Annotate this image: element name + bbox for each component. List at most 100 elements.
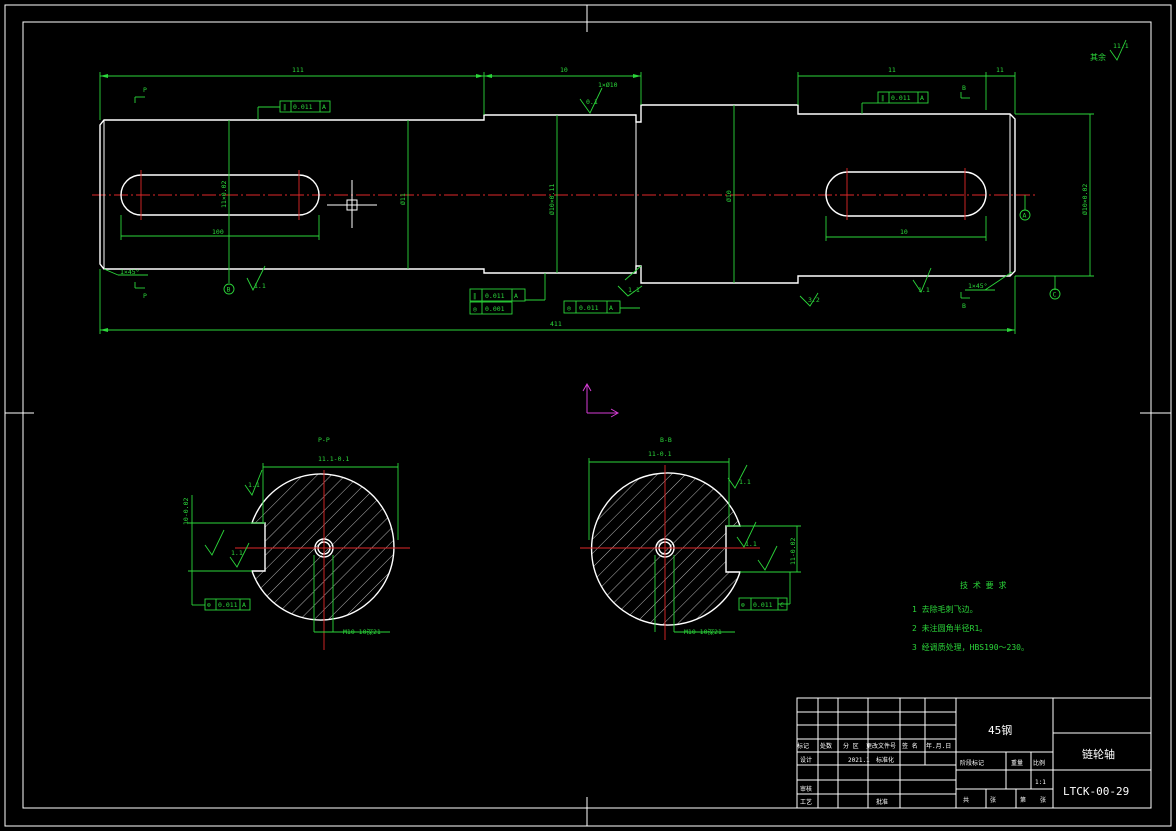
dim-dia-mid: Ø10×0.11	[548, 184, 556, 215]
section-b-b-hole: M10-10深21	[684, 627, 722, 636]
svg-text:B: B	[227, 286, 231, 294]
dim-overall-length: 411	[550, 320, 562, 328]
datum-a-marker: A	[1019, 209, 1031, 221]
tb-scale-label: 比例	[1033, 759, 1045, 767]
svg-text:0.011: 0.011	[891, 94, 911, 102]
shaft-outline	[99, 104, 1016, 284]
section-p-p-tol-frame: ⊜ 0.011 A	[204, 598, 251, 611]
keyway-centerlines	[140, 168, 966, 220]
outer-border	[4, 4, 1172, 827]
section-mark-p-bottom: P	[143, 292, 147, 300]
tb-weight: 重量	[1011, 759, 1023, 767]
centering-marks	[5, 5, 1171, 826]
section-p-p-title: P-P	[318, 436, 330, 444]
tb-part-name: 链轮轴	[1082, 747, 1115, 761]
tb-standard: 标准化	[876, 756, 894, 764]
section-p-p-depth: 10-0.02	[182, 498, 190, 525]
dim-mid-segment: 10	[560, 66, 568, 74]
dim-arrowheads	[100, 74, 1015, 332]
svg-text:A: A	[609, 304, 613, 312]
section-p-p: P-P 11.1-0.1 10-0.02 M10-10深21 1.1 1.1	[182, 436, 410, 650]
tb-hdr-zone: 分 区	[843, 742, 859, 750]
tech-req-item-1: 1 去除毛刺飞边。	[912, 604, 978, 614]
tech-req-title: 技 术 要 求	[960, 580, 1006, 590]
svg-text:其余: 其余	[1090, 52, 1106, 62]
tb-hdr-count: 处数	[820, 742, 832, 750]
roughness-5: 1.1	[918, 286, 930, 294]
tb-sheet-total: 共	[963, 796, 969, 804]
dim-dia-left: Ø11	[399, 193, 407, 205]
svg-text:11.1: 11.1	[1113, 42, 1129, 50]
section-p-p-hole: M10-10深21	[343, 627, 381, 636]
svg-text:C: C	[780, 601, 784, 609]
section-p-p-rough-2: 1.1	[231, 549, 243, 557]
svg-text:0.011: 0.011	[293, 103, 313, 111]
tb-process: 工艺	[800, 798, 812, 806]
tol-frame-left-top: ∥ 0.011 A	[279, 100, 331, 113]
tb-hdr-date: 年.月.日	[926, 742, 951, 750]
datum-b-marker: B	[223, 283, 235, 295]
title-block: 标记 处数 分 区 更改文件号 签 名 年.月.日 设计 2021.1 标准化 …	[796, 697, 1152, 809]
dim-chamfer-step: 1×Ø10	[598, 81, 618, 89]
dim-left-segment: 111	[292, 66, 304, 74]
dim-dia-collar: Ø10	[725, 190, 733, 202]
section-p-p-key-dim: 11.1-0.1	[318, 455, 349, 463]
svg-text:∥: ∥	[283, 103, 286, 111]
tb-material: 45钢	[988, 724, 1012, 737]
tech-req-item-3: 3 经调质处理，HBS190～230。	[912, 642, 1029, 652]
tb-sheet-unit2: 张	[1040, 796, 1046, 804]
svg-text:∥: ∥	[473, 292, 476, 300]
tol-frame-bottom-left: ∥ 0.011 A ◎ 0.001	[469, 288, 526, 315]
tol-frame-right-top: ∥ 0.011 A	[877, 91, 929, 104]
section-b-b: B-B 11-0.1 11-0.02 M10-10深21 1.1 1.1	[580, 436, 801, 640]
tb-design-date: 2021.1	[848, 757, 870, 764]
svg-text:A: A	[1023, 212, 1027, 220]
dim-dia-right: Ø10×0.02	[1081, 184, 1089, 215]
section-mark-p-top: P	[143, 86, 147, 94]
svg-text:A: A	[242, 601, 246, 609]
svg-text:◎: ◎	[567, 304, 571, 312]
roughness-other-note: 其余 11.1	[1090, 39, 1129, 62]
tech-req-item-2: 2 未注圆角半径R1。	[912, 623, 987, 633]
section-b-b-rough-2: 1.1	[745, 540, 757, 548]
tol-frame-bottom-mid: ◎ 0.011 A	[563, 300, 621, 314]
dim-right-keyway: 10	[900, 228, 908, 236]
tb-hdr-sign: 签 名	[902, 742, 918, 750]
svg-text:0.011: 0.011	[485, 292, 505, 300]
left-keyway	[120, 174, 320, 216]
roughness-1: 1.1	[254, 282, 266, 290]
shaft-step-lines	[103, 114, 1011, 276]
roughness-3: 1.1	[628, 286, 640, 294]
section-b-b-title: B-B	[660, 436, 672, 444]
dim-chamfer-right: 1×45°	[968, 282, 988, 290]
svg-text:A: A	[514, 292, 518, 300]
tb-sheet-unit1: 张	[990, 796, 996, 804]
drawing-frame	[22, 21, 1152, 809]
svg-text:⊜: ⊜	[741, 601, 745, 609]
svg-text:◎: ◎	[473, 305, 477, 313]
datum-c-marker: C	[1049, 288, 1061, 300]
svg-text:⊜: ⊜	[207, 601, 211, 609]
dim-chamfer-left: 1×45°	[120, 268, 140, 276]
section-p-p-rough-1: 1.1	[248, 481, 260, 489]
dim-right-segment: 11	[888, 66, 896, 74]
svg-text:0.001: 0.001	[485, 305, 505, 313]
tb-hdr-doc: 更改文件号	[866, 742, 896, 750]
tb-scale: 1:1	[1035, 779, 1046, 786]
svg-text:A: A	[322, 103, 326, 111]
svg-text:0.011: 0.011	[218, 601, 238, 609]
shaft-main-view: 111 10 11 11 411 100 10 1×Ø10 1×45° 1×45…	[92, 39, 1129, 334]
ucs-icon	[582, 382, 620, 418]
svg-text:A: A	[920, 94, 924, 102]
section-b-b-rough-1: 1.1	[739, 478, 751, 486]
cad-crosshair	[327, 180, 377, 228]
section-b-b-outline	[590, 472, 741, 626]
section-b-b-depth: 11-0.02	[789, 538, 797, 565]
section-b-b-key-dim: 11-0.1	[648, 450, 672, 458]
section-mark-b-bottom: B	[962, 302, 966, 310]
svg-text:0.011: 0.011	[753, 601, 773, 609]
tech-requirements: 技 术 要 求 1 去除毛刺飞边。 2 未注圆角半径R1。 3 经调质处理，HB…	[912, 580, 1029, 652]
dim-key-width: 11×0.02	[220, 181, 228, 208]
section-b-b-tol-frame: ⊜ 0.011 C	[738, 597, 788, 611]
